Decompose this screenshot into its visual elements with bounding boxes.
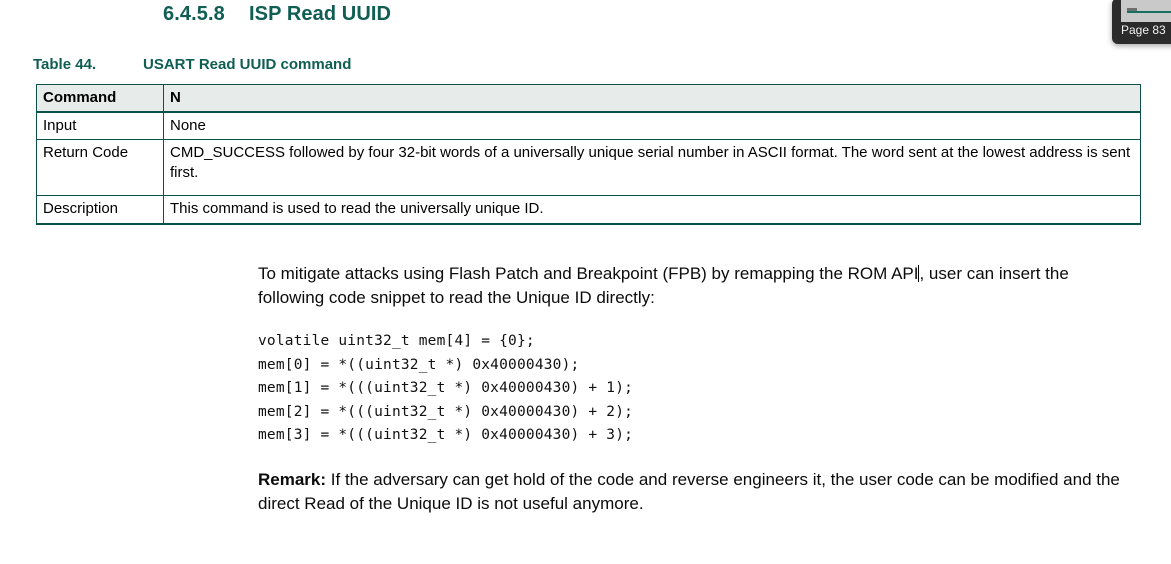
table-header-label: Command	[36, 84, 164, 114]
usart-read-uuid-command-table: Command N Input None Return Code CMD_SUC…	[36, 84, 1141, 225]
thumbnail-rule-icon	[1127, 11, 1171, 13]
text-cursor-caret	[918, 265, 920, 282]
row-label-input: Input	[36, 111, 164, 141]
table-row: Description This command is used to read…	[36, 195, 1141, 225]
intro-text-after-caret: , user can insert the following code sni…	[258, 264, 1069, 308]
code-line: mem[2] = *(((uint32_t *) 0x40000430) + 2…	[258, 403, 634, 420]
row-value-description: This command is used to read the univers…	[163, 195, 1141, 225]
page-thumbnail-preview	[1121, 0, 1171, 22]
code-line: mem[3] = *(((uint32_t *) 0x40000430) + 3…	[258, 427, 634, 444]
row-label-description: Description	[36, 195, 164, 225]
table-caption: Table 44. USART Read UUID command	[33, 56, 351, 73]
intro-paragraph: To mitigate attacks using Flash Patch an…	[258, 262, 1136, 310]
thumbnail-text-mark-icon	[1127, 8, 1137, 11]
table-row: Return Code CMD_SUCCESS followed by four…	[36, 139, 1141, 197]
table-caption-title: USART Read UUID command	[143, 56, 352, 73]
page-title: 6.4.5.8 ISP Read UUID	[163, 3, 391, 26]
page-number-label: Page 83	[1121, 23, 1166, 37]
page-thumbnail-tooltip[interactable]: Page 83	[1112, 0, 1171, 44]
code-snippet: volatile uint32_t mem[4] = {0}; mem[0] =…	[258, 330, 1148, 447]
table-header-value: N	[163, 84, 1141, 114]
table-caption-number: Table 44.	[33, 56, 97, 73]
intro-text-before-caret: To mitigate attacks using Flash Patch an…	[258, 264, 919, 283]
remark-text: If the adversary can get hold of the cod…	[258, 469, 1120, 513]
body-content: To mitigate attacks using Flash Patch an…	[258, 262, 1148, 536]
row-value-input: None	[163, 111, 1141, 141]
remark-label: Remark:	[258, 469, 327, 489]
code-line: volatile uint32_t mem[4] = {0};	[258, 333, 535, 350]
row-value-return-code: CMD_SUCCESS followed by four 32-bit word…	[163, 139, 1141, 197]
table-header-row: Command N	[36, 84, 1141, 114]
section-title: ISP Read UUID	[249, 3, 392, 25]
code-line: mem[0] = *((uint32_t *) 0x40000430);	[258, 356, 580, 373]
section-number: 6.4.5.8	[163, 3, 225, 25]
table-row: Input None	[36, 111, 1141, 141]
code-line: mem[1] = *(((uint32_t *) 0x40000430) + 1…	[258, 380, 634, 397]
remark-paragraph: Remark: If the adversary can get hold of…	[258, 468, 1136, 516]
row-label-return-code: Return Code	[36, 139, 164, 197]
